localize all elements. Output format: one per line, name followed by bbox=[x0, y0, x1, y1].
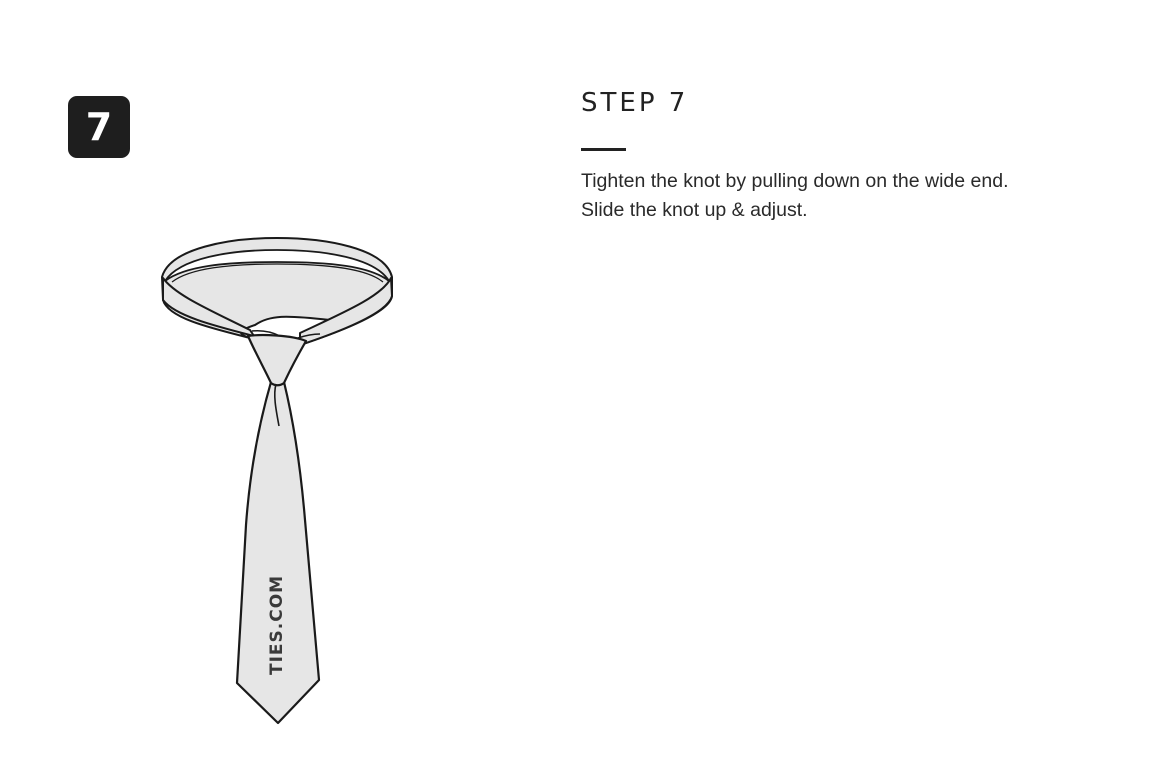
tie-brand-label: TIES.COM bbox=[267, 575, 287, 675]
title-divider bbox=[581, 148, 626, 151]
knot-fold-right bbox=[297, 333, 321, 339]
knot-dimple bbox=[273, 383, 280, 427]
instruction-line: Slide the knot up & adjust. bbox=[581, 199, 808, 221]
step-number: 7 bbox=[85, 105, 113, 149]
necktie-drawing: TIES.COM bbox=[161, 237, 393, 725]
tie-knot-illustration: TIES.COM bbox=[150, 228, 410, 733]
step-number-badge: 7 bbox=[68, 96, 130, 158]
instruction-line: Tighten the knot by pulling down on the … bbox=[581, 170, 1009, 192]
knot-fold-left bbox=[251, 330, 281, 337]
tie-blade bbox=[235, 380, 321, 725]
tie-knot bbox=[246, 333, 308, 387]
collar-inner-line bbox=[171, 263, 384, 283]
step-instructions: Tighten the knot by pulling down on the … bbox=[581, 167, 1121, 225]
step-title: STEP 7 bbox=[581, 88, 689, 118]
